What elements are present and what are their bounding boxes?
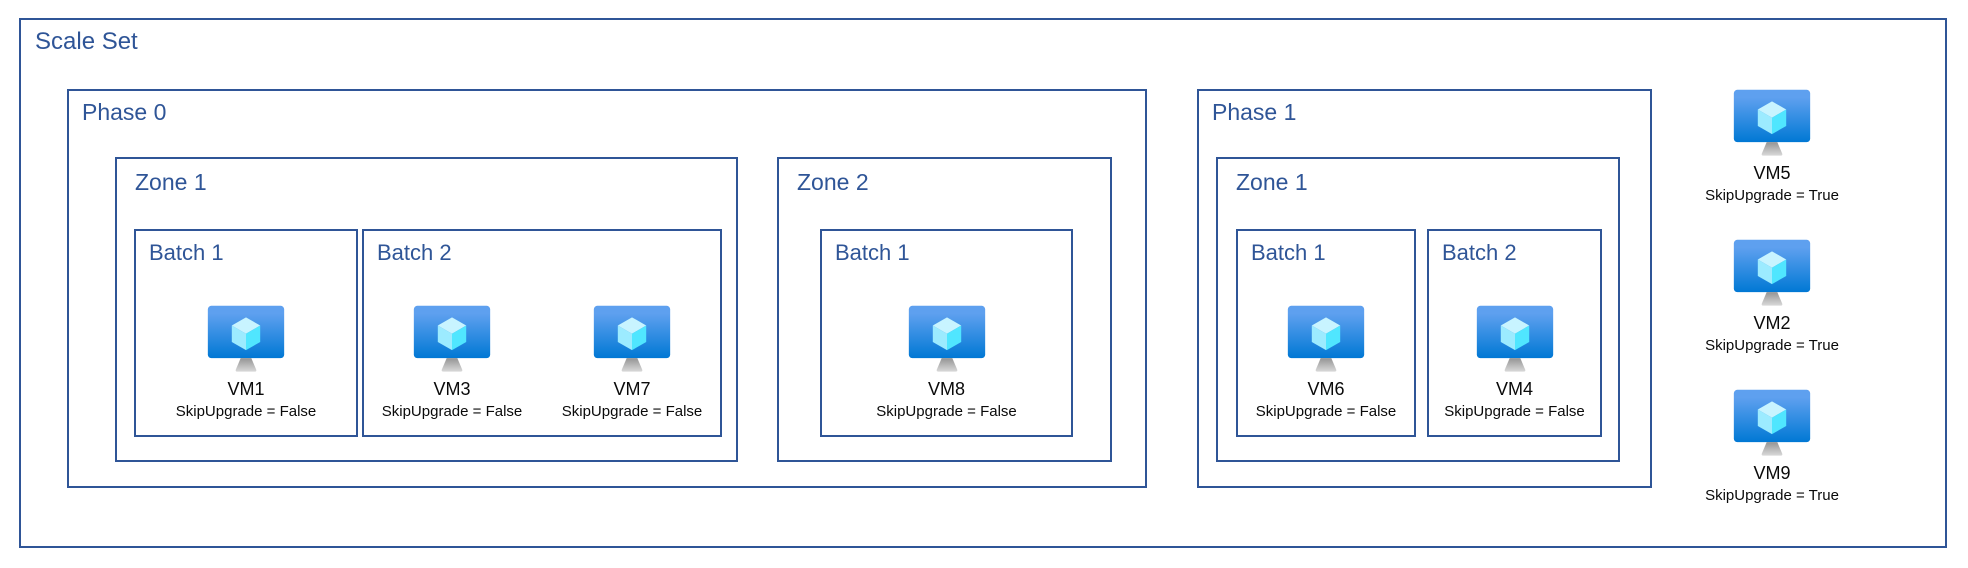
vm-skipupgrade-text: SkipUpgrade = True bbox=[1705, 486, 1839, 504]
phase-0-box: Phase 0 Zone 1 Batch 1 VM1 SkipUpgrade =… bbox=[67, 89, 1147, 488]
vm-name: VM6 bbox=[1307, 379, 1345, 399]
vm-name: VM5 bbox=[1753, 163, 1791, 183]
vm-skipupgrade-text: SkipUpgrade = True bbox=[1705, 186, 1839, 204]
vm-block-vm5: VM5 SkipUpgrade = True bbox=[1682, 88, 1862, 204]
virtual-machine-icon bbox=[412, 304, 492, 375]
vm-block-vm6: VM6 SkipUpgrade = False bbox=[1248, 304, 1404, 420]
vm-block-vm7: VM7 SkipUpgrade = False bbox=[554, 304, 710, 420]
vm-row: VM3 SkipUpgrade = False VM7 SkipUpgrade … bbox=[364, 304, 720, 420]
batch-label: Batch 1 bbox=[1251, 240, 1326, 265]
batch-label: Batch 2 bbox=[377, 240, 452, 265]
virtual-machine-icon bbox=[1732, 238, 1812, 309]
virtual-machine-icon bbox=[206, 304, 286, 375]
virtual-machine-icon bbox=[1732, 88, 1812, 159]
phase-0-zone-2-batch-1-box: Batch 1 VM8 SkipUpgrade = False bbox=[820, 229, 1073, 437]
phase-0-zone-1-batch-1-box: Batch 1 VM1 SkipUpgrade = False bbox=[134, 229, 358, 437]
vm-row: VM4 SkipUpgrade = False bbox=[1429, 304, 1600, 420]
vm-row: VM1 SkipUpgrade = False bbox=[136, 304, 356, 420]
virtual-machine-icon bbox=[1286, 304, 1366, 375]
vm-name: VM4 bbox=[1495, 379, 1533, 399]
vm-skipupgrade-text: SkipUpgrade = False bbox=[175, 402, 317, 420]
virtual-machine-icon bbox=[907, 304, 987, 375]
phase-1-zone-1-batch-2-box: Batch 2 VM4 SkipUpgrade = False bbox=[1427, 229, 1602, 437]
vm-skipupgrade-text: SkipUpgrade = False bbox=[1444, 402, 1585, 420]
vm-block-vm2: VM2 SkipUpgrade = True bbox=[1682, 238, 1862, 354]
phase-1-zone-1-box: Zone 1 Batch 1 VM6 SkipUpgrade = False B… bbox=[1216, 157, 1620, 462]
phase-0-label: Phase 0 bbox=[82, 99, 167, 125]
vm-name: VM9 bbox=[1753, 463, 1791, 483]
vm-skipupgrade-text: SkipUpgrade = True bbox=[1705, 336, 1839, 354]
vm-name: VM7 bbox=[613, 379, 651, 399]
vm-name: VM1 bbox=[227, 379, 265, 399]
vm-block-vm3: VM3 SkipUpgrade = False bbox=[374, 304, 530, 420]
vm-row: VM6 SkipUpgrade = False bbox=[1238, 304, 1414, 420]
phase-1-box: Phase 1 Zone 1 Batch 1 VM6 SkipUpgrade =… bbox=[1197, 89, 1652, 488]
scale-set-box: Scale Set Phase 0 Zone 1 Batch 1 VM1 Ski… bbox=[19, 18, 1947, 548]
vm-block-vm4: VM4 SkipUpgrade = False bbox=[1437, 304, 1593, 420]
phase-1-label: Phase 1 bbox=[1212, 99, 1297, 125]
virtual-machine-icon bbox=[1475, 304, 1555, 375]
batch-label: Batch 1 bbox=[149, 240, 224, 265]
vm-skipupgrade-text: SkipUpgrade = False bbox=[1255, 402, 1397, 420]
phase-0-zone-2-box: Zone 2 Batch 1 VM8 SkipUpgrade = False bbox=[777, 157, 1112, 462]
scale-set-label: Scale Set bbox=[35, 28, 138, 55]
vm-block-vm9: VM9 SkipUpgrade = True bbox=[1682, 388, 1862, 504]
vm-name: VM3 bbox=[433, 379, 471, 399]
vm-block-vm1: VM1 SkipUpgrade = False bbox=[168, 304, 324, 420]
phase-0-zone-1-box: Zone 1 Batch 1 VM1 SkipUpgrade = False B… bbox=[115, 157, 738, 462]
vm-block-vm8: VM8 SkipUpgrade = False bbox=[869, 304, 1025, 420]
batch-label: Batch 1 bbox=[835, 240, 910, 265]
phase-1-zone-1-label: Zone 1 bbox=[1236, 169, 1308, 195]
phase-0-zone-2-label: Zone 2 bbox=[797, 169, 869, 195]
vm-skipupgrade-text: SkipUpgrade = False bbox=[561, 402, 703, 420]
phase-0-zone-1-batch-2-box: Batch 2 VM3 SkipUpgrade = False VM7 Skip… bbox=[362, 229, 722, 437]
batch-label: Batch 2 bbox=[1442, 240, 1517, 265]
vm-row: VM8 SkipUpgrade = False bbox=[822, 304, 1071, 420]
phase-0-zone-1-label: Zone 1 bbox=[135, 169, 207, 195]
vm-name: VM2 bbox=[1753, 313, 1791, 333]
vm-skipupgrade-text: SkipUpgrade = False bbox=[876, 402, 1017, 420]
vm-skipupgrade-text: SkipUpgrade = False bbox=[381, 402, 523, 420]
virtual-machine-icon bbox=[1732, 388, 1812, 459]
virtual-machine-icon bbox=[592, 304, 672, 375]
vm-name: VM8 bbox=[927, 379, 965, 399]
phase-1-zone-1-batch-1-box: Batch 1 VM6 SkipUpgrade = False bbox=[1236, 229, 1416, 437]
